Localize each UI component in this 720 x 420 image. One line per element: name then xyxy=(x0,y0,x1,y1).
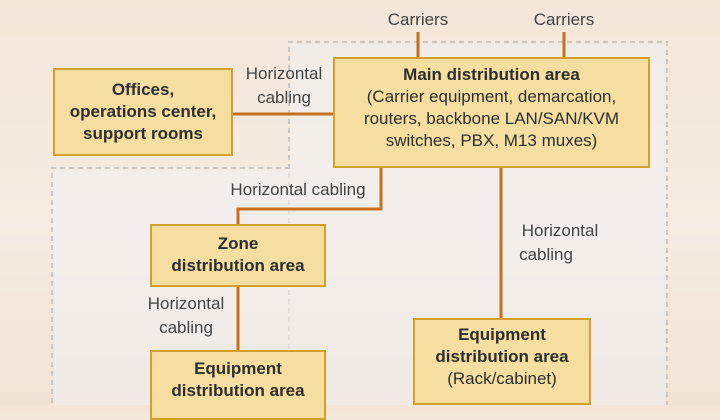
offices-title-line: support rooms xyxy=(83,124,203,143)
offices-link-label: cabling xyxy=(257,88,311,107)
carrier-label-right: Carriers xyxy=(533,10,595,29)
offices-title-line: operations center, xyxy=(69,102,217,121)
main-to-zone-line xyxy=(236,167,383,224)
data-center-topology-diagram: Carriers Carriers Offices, operations ce… xyxy=(51,10,668,420)
zone-title-line: distribution area xyxy=(171,256,305,275)
main-detail-line: (Carrier equipment, demarcation, xyxy=(366,87,617,106)
equipment-right-title-line: distribution area xyxy=(435,347,569,366)
offices-title-line: Offices, xyxy=(111,80,175,99)
carrier-label-left: Carriers xyxy=(387,10,449,29)
zone-equipment-link-label: Horizontal xyxy=(147,294,225,313)
equipment-distribution-area-box-left: Equipment distribution area xyxy=(150,350,326,420)
offices-link-label: Horizontal xyxy=(245,64,323,83)
zone-distribution-area-box: Zone distribution area xyxy=(150,224,326,287)
equipment-right-title-line: Equipment xyxy=(458,325,546,344)
main-detail-line: routers, backbone LAN/SAN/KVM xyxy=(363,109,620,128)
equipment-left-title-line: distribution area xyxy=(171,381,305,400)
equipment-distribution-area-box-right: Equipment distribution area (Rack/cabine… xyxy=(413,318,591,405)
main-title: Main distribution area xyxy=(403,65,580,84)
main-detail-line: switches, PBX, M13 muxes) xyxy=(385,131,598,150)
equipment-right-detail: (Rack/cabinet) xyxy=(447,369,557,388)
main-equipment-link-label: cabling xyxy=(519,245,573,264)
main-equipment-link-label: Horizontal xyxy=(521,221,599,240)
equipment-left-title-line: Equipment xyxy=(194,359,282,378)
main-distribution-area-box: Main distribution area (Carrier equipmen… xyxy=(333,57,650,168)
zone-link-label: Horizontal cabling xyxy=(230,180,366,199)
zone-title-line: Zone xyxy=(217,234,259,253)
zone-equipment-link-label: cabling xyxy=(159,318,213,337)
offices-box: Offices, operations center, support room… xyxy=(53,68,233,156)
